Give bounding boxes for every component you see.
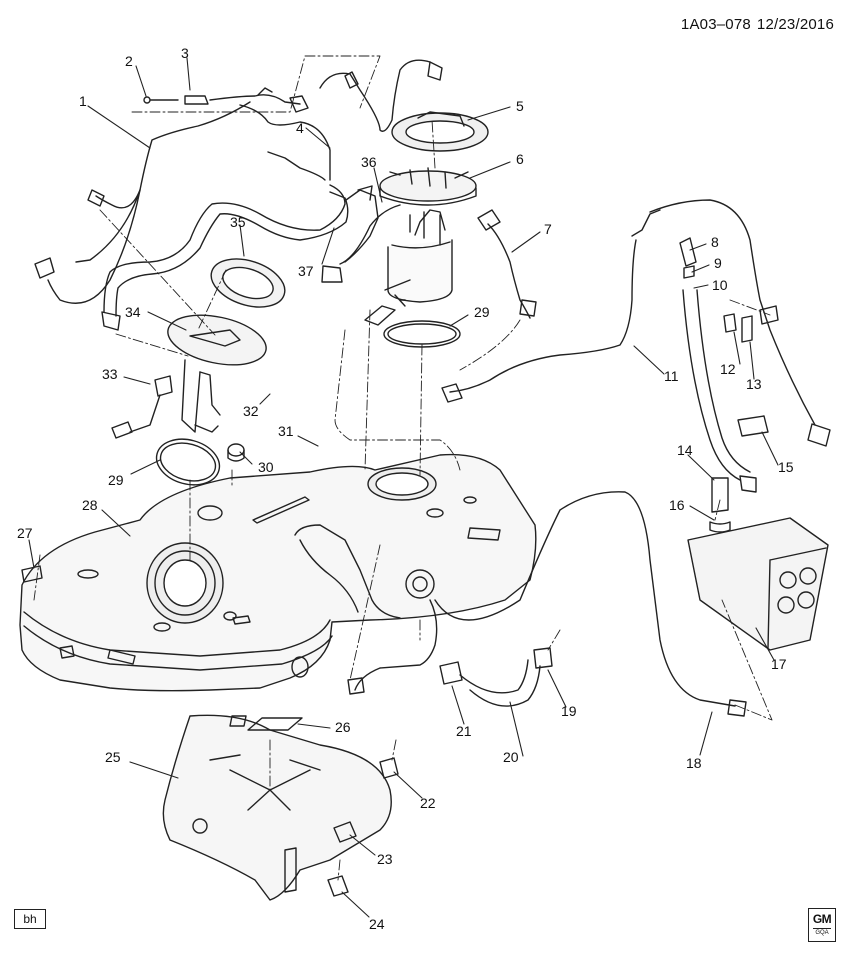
callout-26: 26 [335,719,351,735]
callout-37: 37 [298,263,314,279]
callout-29: 29 [474,304,490,320]
callout-9: 9 [714,255,722,271]
gm-logo-underline [813,928,831,929]
callout-22: 22 [420,795,436,811]
callout-8: 8 [711,234,719,250]
gm-logo-text: GM [812,912,832,926]
callout-13: 13 [746,376,762,392]
evap-canister-and-lines [347,199,831,717]
callout-7: 7 [544,221,552,237]
callout-27: 27 [17,525,33,541]
wiring-and-fuel-lines [34,59,537,331]
callout-labels: 1 2 3 4 5 6 7 8 9 10 11 12 13 14 15 16 1… [17,45,794,932]
callout-2: 2 [125,53,133,69]
gm-logo-subtext: GQA [815,930,829,936]
callout-36: 36 [361,154,377,170]
fuel-sender-assembly [111,258,286,486]
callout-19: 19 [561,703,577,719]
fuel-pump-module-assembly [364,111,489,348]
callout-23: 23 [377,851,393,867]
callout-5: 5 [516,98,524,114]
diagram-date: 12/23/2016 [756,16,834,33]
callout-15: 15 [778,459,794,475]
callout-30: 30 [258,459,274,475]
callout-29: 29 [108,472,124,488]
fuel-tank [19,453,537,692]
callout-24: 24 [369,916,385,932]
callout-35: 35 [230,214,246,230]
callout-1: 1 [79,93,87,109]
callout-14: 14 [677,442,693,458]
gm-logo: GM GQA [808,908,836,942]
callout-18: 18 [686,755,702,771]
callout-20: 20 [503,749,519,765]
bh-label-box: bh [14,909,46,929]
diagram-header: 1A03–078 12/23/2016 [681,16,834,33]
callout-4: 4 [296,120,304,136]
callout-31: 31 [278,423,294,439]
callout-11: 11 [664,368,679,384]
callout-33: 33 [102,366,118,382]
diagram-code: 1A03–078 [680,16,751,33]
callout-34: 34 [125,304,141,320]
callout-10: 10 [712,277,728,293]
callout-3: 3 [181,45,189,61]
callout-32: 32 [243,403,259,419]
callout-12: 12 [720,361,736,377]
alignment-lines [33,55,773,881]
callout-6: 6 [516,151,524,167]
leader-lines [28,57,779,918]
callout-25: 25 [105,749,121,765]
callout-16: 16 [669,497,685,513]
callout-17: 17 [771,656,787,672]
callout-21: 21 [456,723,472,739]
callout-28: 28 [82,497,98,513]
